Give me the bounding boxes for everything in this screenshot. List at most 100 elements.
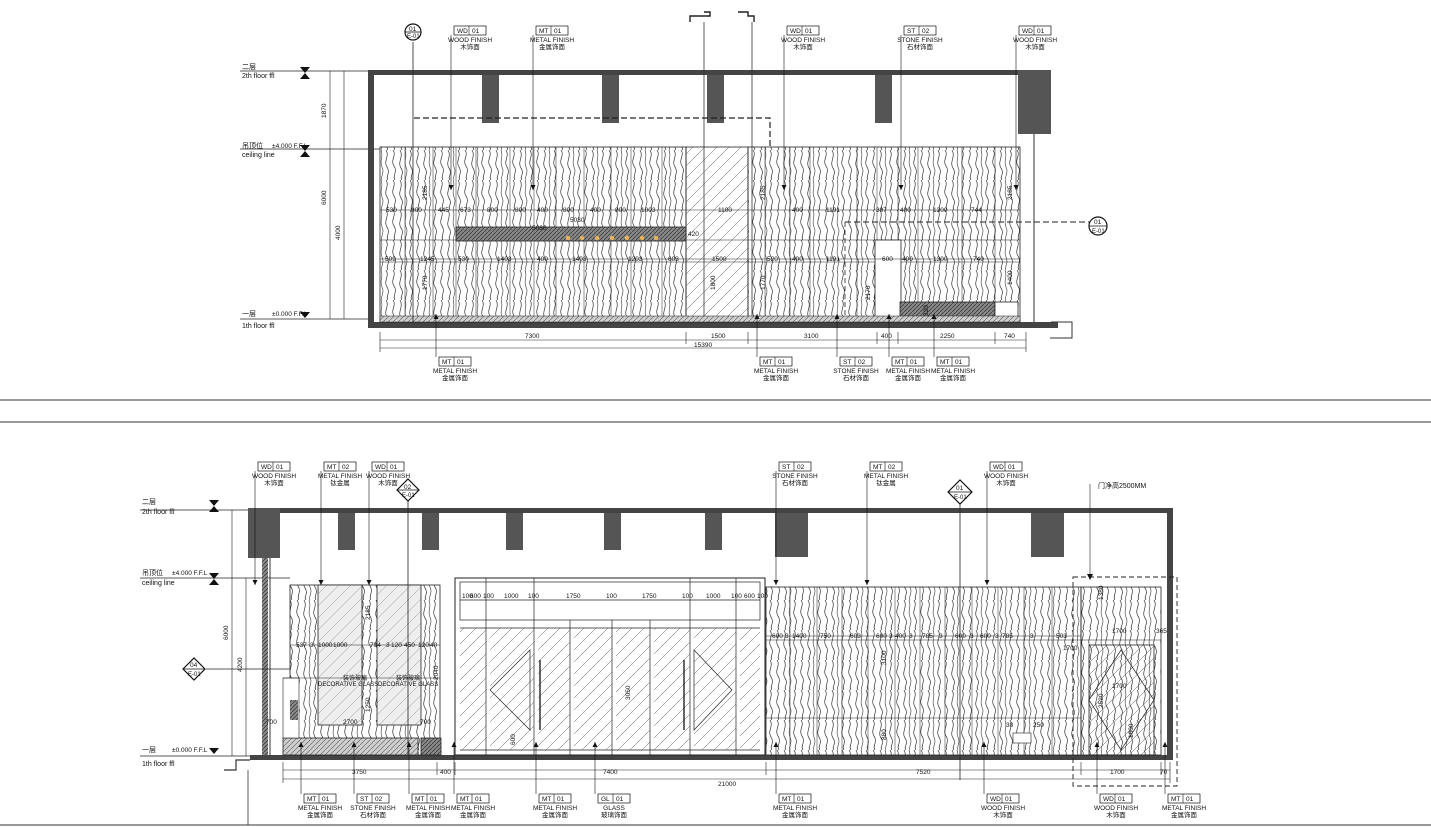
callout-bottom-upper-1-code: MT: [327, 464, 336, 471]
top-bottom-dims: 7300 1500 3100 400 2250 740 15390: [379, 332, 1027, 352]
callout-top-upper-1-code: MT: [539, 28, 548, 35]
svg-text:2700: 2700: [343, 719, 358, 726]
callout-top-lower-1-arrow: [754, 314, 760, 319]
svg-text:2520: 2520: [1098, 693, 1105, 708]
callout-bottom-lower-4-no: 01: [557, 796, 565, 803]
svg-text:±4.000 F.F.L: ±4.000 F.F.L: [172, 570, 208, 577]
svg-text:01: 01: [1094, 219, 1102, 226]
svg-text:3: 3: [386, 642, 390, 649]
svg-text:1003: 1003: [641, 207, 656, 214]
svg-text:600: 600: [772, 633, 783, 640]
callout-bottom-lower-6-cn: 金属饰面: [782, 810, 809, 819]
level-ceiling-elev: ±4.000 F.F.L: [272, 143, 308, 150]
callout-bottom-upper-5-no: 01: [1008, 464, 1016, 471]
callout-bottom-upper-1-cn: 钛金属: [330, 478, 350, 487]
svg-text:±0.000 F.F.L: ±0.000 F.F.L: [172, 747, 208, 754]
top-right-column: [1018, 70, 1051, 134]
callout-bottom-lower-1-arrow: [351, 742, 357, 747]
svg-text:15390: 15390: [694, 342, 712, 349]
callout-bottom-upper-5-code: WD: [993, 464, 1004, 471]
bottom-left-column: [248, 508, 280, 558]
svg-text:450: 450: [404, 642, 415, 649]
callout-top-lower-2-box: [839, 356, 873, 367]
svg-text:2th floor ffl: 2th floor ffl: [142, 509, 175, 516]
door-swing-right: [693, 649, 733, 731]
callout-bottom-lower-7-code: WD: [990, 796, 1001, 803]
callout-bottom-upper-4-arrow: [864, 580, 870, 585]
level-upper-cn: 二层: [242, 63, 256, 71]
level-upper-en: 2th floor ffl: [242, 73, 275, 80]
callout-top-upper-3-box: [903, 25, 937, 36]
svg-text:1400: 1400: [792, 633, 807, 640]
level-marks-bottom: 二层 2th floor ffl 吊顶位 ±4.000 F.F.L ceilin…: [140, 498, 290, 825]
svg-text:673: 673: [460, 207, 471, 214]
svg-text:40: 40: [430, 642, 438, 649]
duct-left: [689, 11, 711, 22]
callout-bottom-lower-8-cn: 木饰面: [1106, 810, 1126, 819]
callout-top-upper-2-code: WD: [790, 28, 801, 35]
callout-bottom-lower-5-box: [597, 793, 631, 804]
top-dim-v7: 1400: [1007, 270, 1014, 285]
storefront-glass: [460, 628, 760, 750]
callout-bottom-lower-7-no: 01: [1005, 796, 1013, 803]
svg-text:1500: 1500: [712, 256, 727, 263]
callout-bottom-lower-1-code: ST: [360, 796, 368, 803]
callout-bottom-lower-6-code: MT: [782, 796, 791, 803]
top-beam-4: [875, 75, 892, 123]
section-marker-bottom-04: 04 E-01: [182, 657, 290, 681]
section-marker-bottom-01: 01 E-01: [947, 479, 973, 780]
svg-text:E-01: E-01: [188, 672, 201, 678]
svg-text:700: 700: [266, 719, 277, 726]
callout-bottom-upper-5-box: [989, 461, 1023, 472]
bottom-right-dashed: [1072, 576, 1178, 787]
callout-top-lower-2-arrow: [834, 314, 840, 319]
svg-text:04: 04: [190, 662, 198, 669]
svg-text:1245: 1245: [420, 256, 435, 263]
callout-top-upper-0-box: [453, 25, 487, 36]
svg-text:3: 3: [310, 642, 314, 649]
callout-bottom-lower-1-cn: 石材饰面: [360, 810, 387, 819]
callout-bottom-lower-2-code: MT: [415, 796, 424, 803]
callout-top-upper-4-no: 01: [1037, 28, 1045, 35]
bottom-beam-1: [338, 513, 355, 550]
callout-top-upper-4-arrow: [1013, 185, 1019, 190]
callout-top-lower-0-arrow: [433, 314, 439, 319]
svg-text:1700: 1700: [1112, 683, 1127, 690]
svg-text:530: 530: [458, 256, 469, 263]
callout-bottom-lower-2-cn: 金属饰面: [415, 810, 442, 819]
level-ceiling-cn: 吊顶位: [242, 141, 263, 150]
top-floor-slab: [368, 322, 1058, 328]
callout-bottom-lower-1-no: 02: [375, 796, 383, 803]
svg-text:600: 600: [510, 734, 517, 745]
callout-bottom-lower-0-code: MT: [307, 796, 316, 803]
callout-top-upper-2-no: 01: [805, 28, 813, 35]
callout-bottom-lower-7-en: WOOD FINISH: [981, 805, 1025, 812]
callout-top-lower-3-box: [891, 356, 925, 367]
callout-bottom-lower-5-cn: 玻璃饰面: [601, 810, 628, 819]
callout-bottom-lower-9-cn: 金属饰面: [1171, 810, 1198, 819]
callout-top-lower-4-arrow: [931, 314, 937, 319]
callout-bottom-upper-1-box: [323, 461, 357, 472]
svg-text:1500: 1500: [711, 333, 726, 340]
svg-text:785: 785: [1002, 633, 1013, 640]
svg-text:1380: 1380: [1098, 585, 1105, 600]
callout-bottom-upper-4-en: METAL FINISH: [864, 473, 908, 480]
svg-text:400: 400: [881, 333, 892, 340]
callout-bottom-upper-2-box: [371, 461, 405, 472]
top-left-wall: [368, 70, 374, 328]
svg-text:537: 537: [296, 642, 307, 649]
svg-text:445: 445: [438, 207, 449, 214]
svg-text:3100: 3100: [804, 333, 819, 340]
